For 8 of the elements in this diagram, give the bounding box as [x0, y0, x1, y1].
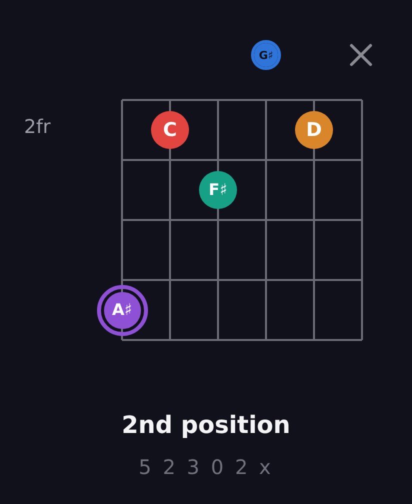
root-note-dot: A♯	[96, 284, 148, 336]
note-dot: D	[295, 111, 333, 149]
chord-title: 2nd position	[122, 412, 290, 440]
fingering-text: 5 2 3 0 2 x	[138, 456, 274, 479]
note-dot: C	[151, 111, 189, 149]
note-dot: F♯	[199, 171, 237, 209]
open-string-marker: G♯	[251, 40, 281, 70]
fret-number: 2fr	[24, 117, 51, 139]
